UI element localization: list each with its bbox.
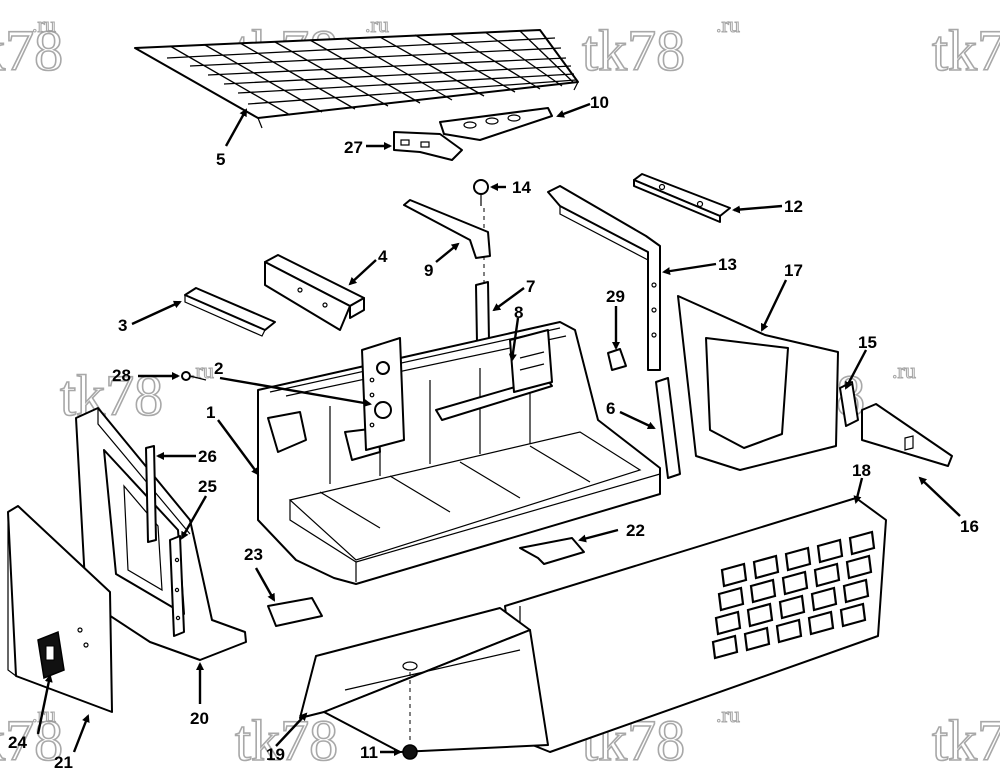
part-9-brace — [403, 199, 491, 259]
svg-text:tk78: tk78 — [932, 18, 1000, 83]
callout-2: 2 — [214, 359, 223, 378]
svg-text:.ru: .ru — [892, 358, 916, 383]
part-5-mesh-grid — [134, 29, 579, 129]
vent-opening — [839, 602, 867, 628]
callout-15: 15 — [858, 333, 877, 352]
vent-opening — [752, 554, 780, 580]
callout-1: 1 — [206, 403, 215, 422]
callout-8: 8 — [514, 303, 523, 322]
watermark-top-far-right: tk78 — [931, 17, 1000, 84]
callout-4: 4 — [378, 247, 388, 266]
callout-10: 10 — [590, 93, 609, 112]
callout-16: 16 — [960, 517, 979, 536]
part-13-angle-bracket — [547, 185, 661, 371]
callout-26: 26 — [198, 447, 217, 466]
part-6-side-panel — [655, 377, 681, 479]
callout-23: 23 — [244, 545, 263, 564]
vent-opening — [842, 578, 870, 604]
part-28-pin — [181, 371, 207, 381]
part-24-latch — [37, 627, 89, 680]
svg-text:.ru: .ru — [32, 12, 56, 37]
vent-opening — [778, 594, 806, 620]
svg-text:.ru: .ru — [365, 12, 389, 37]
callout-19: 19 — [266, 745, 285, 764]
callout-21: 21 — [54, 753, 73, 772]
callout-18: 18 — [852, 461, 871, 480]
vent-opening — [720, 562, 748, 588]
part-2-column — [361, 337, 405, 451]
watermark-bottom-left: tk78 .ru — [0, 701, 64, 773]
vent-opening — [714, 610, 742, 636]
part-8-crossbeam — [435, 329, 553, 421]
callout-7: 7 — [526, 277, 535, 296]
vent-opening — [775, 618, 803, 644]
part-4-channel — [264, 254, 365, 331]
callout-6: 6 — [606, 399, 615, 418]
svg-text:tk78: tk78 — [235, 708, 338, 773]
vent-opening — [711, 634, 739, 660]
callout-12: 12 — [784, 197, 803, 216]
part-14-eye-bolt — [473, 179, 489, 285]
watermark-bottom-far-right: tk78 — [931, 707, 1000, 774]
callout-13: 13 — [718, 255, 737, 274]
part-1-main-body — [257, 321, 661, 585]
vent-opening — [810, 586, 838, 612]
part-29-clip — [607, 348, 627, 371]
part-25-strip — [169, 535, 185, 637]
vent-opening — [784, 546, 812, 572]
vent-opening — [848, 530, 876, 556]
vent-opening — [749, 578, 777, 604]
callout-29: 29 — [606, 287, 625, 306]
svg-text:tk78: tk78 — [932, 708, 1000, 773]
watermark-top-left: tk78 .ru — [0, 11, 64, 83]
callout-22: 22 — [626, 521, 645, 540]
vent-opening — [746, 602, 774, 628]
callout-labels: 5 10 27 14 9 12 13 4 3 7 8 29 17 15 16 1… — [8, 93, 979, 772]
callout-25: 25 — [198, 477, 217, 496]
vent-opening — [743, 626, 771, 652]
vent-grid — [711, 530, 876, 660]
callout-24: 24 — [8, 733, 27, 752]
callout-28: 28 — [112, 366, 131, 385]
part-12-plate — [633, 173, 731, 223]
part-11-nut — [402, 672, 418, 760]
callout-20: 20 — [190, 709, 209, 728]
vent-opening — [807, 610, 835, 636]
callout-9: 9 — [424, 261, 433, 280]
svg-text:.ru: .ru — [716, 12, 740, 37]
part-19-tray — [299, 607, 549, 753]
part-26-rod — [145, 445, 157, 543]
part-21-side-panel — [7, 505, 113, 713]
callout-14: 14 — [512, 178, 531, 197]
svg-text:tk78: tk78 — [0, 708, 63, 773]
part-16-bracket — [861, 403, 953, 467]
part-27-bracket — [393, 131, 463, 161]
callout-11: 11 — [360, 743, 378, 762]
vent-opening — [816, 538, 844, 564]
vent-opening — [845, 554, 873, 580]
part-3-bracket — [184, 287, 276, 337]
callout-3: 3 — [118, 316, 127, 335]
svg-text:tk78: tk78 — [582, 18, 685, 83]
vent-opening — [781, 570, 809, 596]
callout-5: 5 — [216, 150, 225, 169]
vent-opening — [813, 562, 841, 588]
part-17-window-panel — [677, 295, 839, 471]
part-22-pad — [519, 537, 585, 565]
callout-27: 27 — [344, 138, 363, 157]
watermark-top-right: tk78 .ru — [581, 11, 740, 83]
part-10-plate — [439, 107, 553, 141]
part-23-pad — [267, 597, 323, 627]
svg-text:.ru: .ru — [716, 702, 740, 727]
callout-17: 17 — [784, 261, 803, 280]
leader-arrows — [36, 102, 961, 756]
svg-text:tk78: tk78 — [0, 18, 63, 83]
vent-opening — [717, 586, 745, 612]
